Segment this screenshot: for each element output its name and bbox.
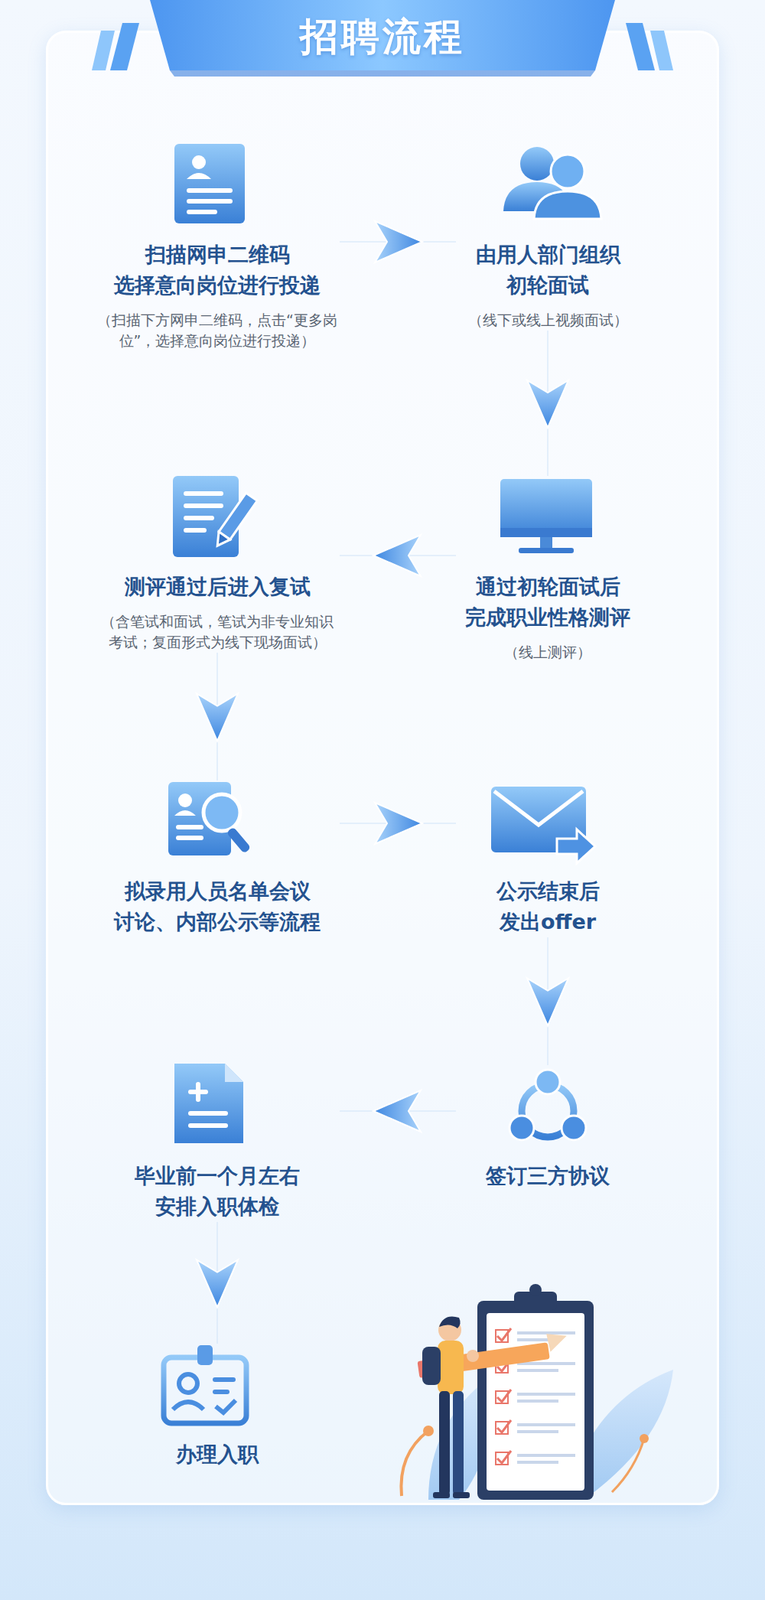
search-document-icon (168, 781, 251, 856)
checkup-document-icon (174, 1063, 244, 1143)
flow-connector (196, 652, 238, 781)
flow-connector (527, 330, 569, 476)
people-icon (503, 146, 602, 219)
step-label: 办理入职 (94, 1438, 340, 1470)
process-step: 签订三方协议 (455, 1064, 640, 1192)
step-label: 公示结束后 发出offer (455, 875, 640, 938)
chevron-arrowhead (527, 380, 569, 428)
flow-connector (339, 221, 456, 263)
check-line (517, 1331, 576, 1335)
monitor-icon (500, 478, 593, 554)
process-step: 办理入职 (94, 1343, 340, 1470)
page-title: 招聘流程 (153, 6, 612, 68)
chevron-arrowhead (374, 802, 423, 844)
step-label: 签订三方协议 (455, 1160, 640, 1192)
check-line (517, 1453, 576, 1457)
title-banner (91, 0, 674, 77)
checklist-illustration (400, 1283, 674, 1500)
step-label: 由用人部门组织 初轮面试 (455, 239, 640, 301)
check-line (517, 1460, 559, 1464)
check-line (517, 1429, 559, 1433)
process-step: 通过初轮面试后 完成职业性格测评 （线上测评） (455, 475, 640, 663)
flow-connector (339, 534, 456, 577)
chevron-arrowhead (196, 1259, 238, 1308)
process-step: 拟录用人员名单会议 讨论、内部公示等流程 (94, 780, 340, 938)
flow-connector (527, 937, 569, 1065)
process-step: 测评通过后进入复试 （含笔试和面试，笔试为非专业知识考试；复面形式为线下现场面试） (94, 475, 340, 653)
check-mark (497, 1419, 512, 1433)
tripartite-icon (509, 1069, 586, 1140)
chevron-arrowhead (373, 1090, 421, 1132)
step-label: 测评通过后进入复试 (94, 571, 340, 603)
check-mark (497, 1389, 512, 1402)
step-note: （含笔试和面试，笔试为非专业知识考试；复面形式为线下现场面试） (94, 611, 340, 653)
step-note: （扫描下方网申二维码，点击“更多岗位”，选择意向岗位进行投递） (94, 309, 340, 352)
step-label: 通过初轮面试后 完成职业性格测评 (455, 571, 640, 633)
envelope-icon (491, 786, 596, 863)
chevron-arrowhead (527, 978, 569, 1026)
step-label: 毕业前一个月左右 安排入职体检 (94, 1160, 340, 1222)
step-label: 拟录用人员名单会议 讨论、内部公示等流程 (94, 875, 340, 938)
process-step: 由用人部门组织 初轮面试 （线下或线上视频面试） (455, 143, 640, 331)
process-step: 公示结束后 发出offer (455, 780, 640, 938)
step-note: （线下或线上视频面试） (455, 309, 640, 331)
check-line (517, 1368, 559, 1372)
chevron-arrowhead (373, 534, 421, 577)
form-pencil-icon (172, 475, 258, 557)
step-label: 扫描网申二维码 选择意向岗位进行投递 (94, 239, 340, 301)
check-line (517, 1392, 576, 1396)
id-badge-icon (163, 1344, 247, 1423)
flow-connector (339, 1090, 456, 1132)
step-note: （线上测评） (455, 641, 640, 663)
chevron-arrowhead (196, 693, 238, 742)
check-line (517, 1422, 576, 1426)
flow-connector (339, 802, 456, 844)
check-line (517, 1399, 559, 1403)
process-step: 扫描网申二维码 选择意向岗位进行投递 （扫描下方网申二维码，点击“更多岗位”，选择… (94, 143, 340, 352)
chevron-arrowhead (374, 221, 423, 263)
check-mark (497, 1328, 512, 1341)
process-step: 毕业前一个月左右 安排入职体检 (94, 1064, 340, 1222)
flow-connector (196, 1221, 238, 1344)
document-icon (174, 143, 245, 224)
check-line (517, 1361, 576, 1365)
check-mark (497, 1450, 512, 1463)
